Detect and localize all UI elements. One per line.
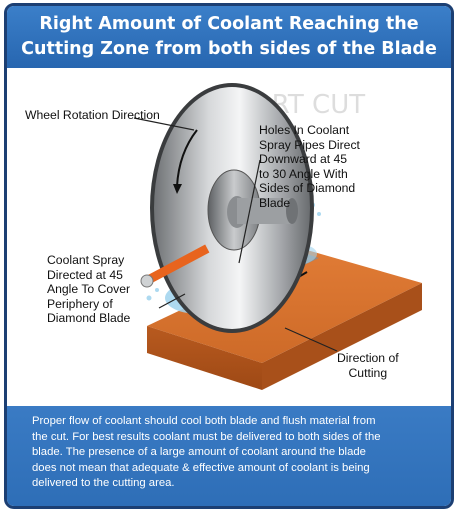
title-line-1: Right Amount of Coolant Reaching the <box>39 14 419 34</box>
coolant-spray-pipe <box>140 244 210 288</box>
label-coolant-holes: Holes In Coolant Spray Pipes Direct Down… <box>259 123 360 210</box>
footer-line-2: the cut. For best results coolant must b… <box>32 430 381 443</box>
spray-line-1: Coolant Spray <box>47 253 125 267</box>
saw-illustration: SMART CUT <box>133 83 422 390</box>
spray-line-2: Directed at 45 <box>47 267 123 282</box>
holes-line-6: Blade <box>259 195 291 210</box>
title-line-2: Cutting Zone from both sides of the Blad… <box>21 39 437 59</box>
direction-line-1: Direction of <box>337 351 399 365</box>
holes-line-2: Spray Pipes Direct <box>259 137 360 152</box>
holes-line-1: Holes In Coolant <box>259 123 350 137</box>
footer-line-4: does not mean that adequate & effective … <box>32 461 370 474</box>
holes-line-3: Downward at 45 <box>259 152 348 166</box>
footer-description: Proper flow of coolant should cool both … <box>7 406 451 506</box>
leader-lines <box>133 117 338 352</box>
diamond-blade <box>150 83 314 333</box>
footer-line-3: blade. The presence of a large amount of… <box>32 446 366 458</box>
footer-line-5: delivered to the cutting area. <box>32 477 175 489</box>
label-direction-cutting: Direction of Cutting <box>337 351 399 380</box>
direction-line-2: Cutting <box>348 365 388 380</box>
diagram-frame: Right Amount of Coolant Reaching the Cut… <box>4 3 454 509</box>
header-banner: Right Amount of Coolant Reaching the Cut… <box>7 6 451 68</box>
spray-line-5: Diamond Blade <box>47 311 131 325</box>
rotation-arrow <box>173 129 198 194</box>
label-coolant-spray: Coolant Spray Directed at 45 Angle To Co… <box>47 253 130 326</box>
spray-line-3: Angle To Cover <box>47 282 131 296</box>
spray-line-4: Periphery of <box>47 296 113 311</box>
label-wheel-rotation: Wheel Rotation Direction <box>25 108 160 122</box>
holes-line-5: Sides of Diamond <box>259 181 356 195</box>
workpiece-block <box>147 250 422 390</box>
saw-diagram: SMART CUT <box>7 68 451 408</box>
footer-line-1: Proper flow of coolant should cool both … <box>32 415 376 427</box>
holes-line-4: to 30 Angle With <box>259 166 348 181</box>
